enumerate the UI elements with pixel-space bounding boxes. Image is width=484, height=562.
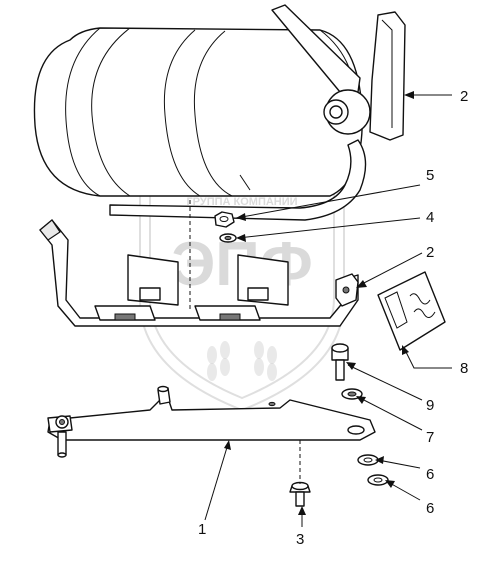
leader-lines: [204, 91, 452, 527]
label-plate-part-8: [377, 271, 446, 351]
base-plate-part-1: [47, 385, 376, 458]
watermark-wheat-right: [254, 341, 277, 381]
callout-8: 8: [460, 360, 468, 377]
callout-6-upper: 6: [426, 466, 434, 483]
callout-7: 7: [426, 429, 434, 446]
nut-part-6-lower: [367, 474, 389, 486]
callout-4: 4: [426, 209, 434, 226]
watermark-arc-text: ГРУППА КОМПАНИЙ: [186, 195, 297, 208]
washer-part-4: [219, 233, 237, 243]
callout-5: 5: [426, 167, 434, 184]
callout-numbers: 2 5 4 2 8 9 7 6 6 1 3: [198, 88, 468, 548]
callout-2-top: 2: [460, 88, 468, 105]
mounting-bracket: [39, 200, 359, 327]
extinguisher-cylinder: [33, 27, 363, 197]
valve-lever-assembly: [109, 4, 406, 221]
callout-9: 9: [426, 397, 434, 414]
callout-6-lower: 6: [426, 500, 434, 517]
screw-part-9: [331, 343, 349, 381]
watermark-logo: ЭПФ ГРУППА КОМПАНИЙ: [139, 174, 345, 412]
watermark-wheat-left: [207, 341, 230, 381]
callout-3: 3: [296, 531, 304, 548]
callout-2-bracket: 2: [426, 244, 434, 261]
nut-part-5: [214, 211, 235, 228]
bolt-part-3: [289, 440, 311, 507]
callout-1: 1: [198, 521, 206, 538]
